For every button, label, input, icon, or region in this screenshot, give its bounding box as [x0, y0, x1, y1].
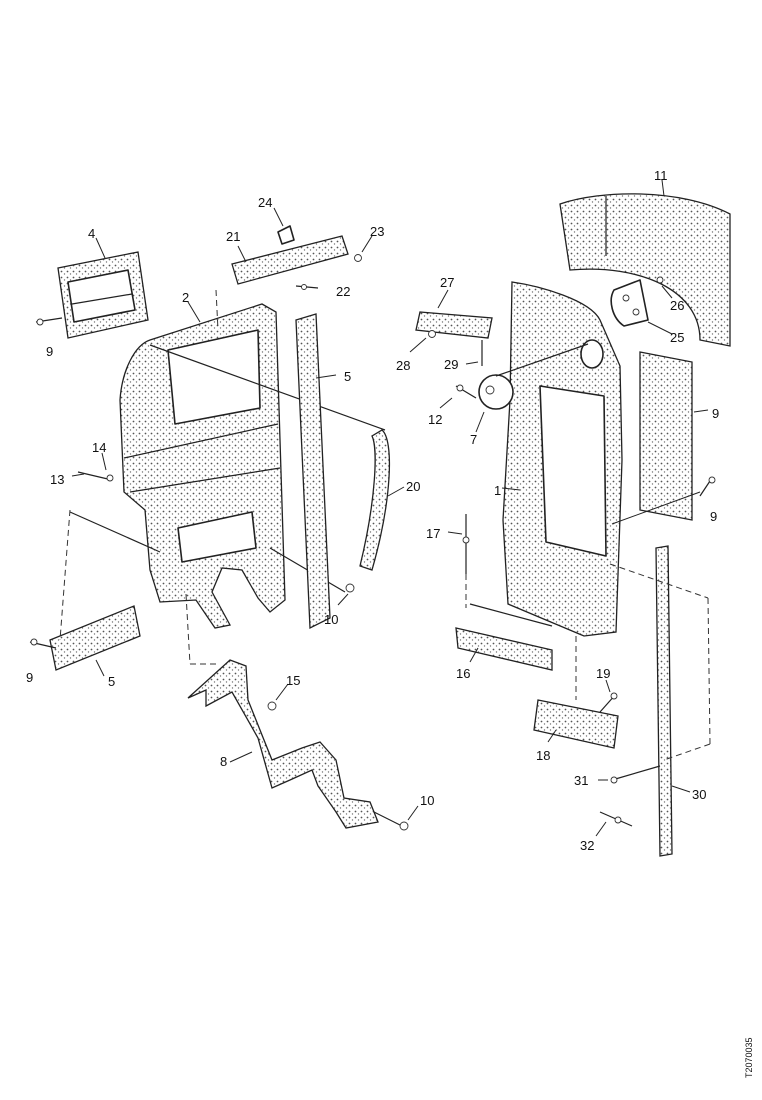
callout-5-b: 5 — [108, 674, 115, 689]
callout-10-a: 10 — [324, 612, 338, 627]
panel-round-opening — [580, 339, 604, 369]
part-16-lower-bracket — [455, 627, 553, 671]
callout-29: 29 — [444, 357, 458, 372]
callout-20: 20 — [406, 479, 420, 494]
screw-9-upper-left — [35, 317, 63, 326]
screw-32 — [599, 811, 633, 827]
callout-9-c: 9 — [712, 406, 719, 421]
screw-10-middle — [345, 583, 355, 593]
screw-9-lower-left — [29, 638, 57, 649]
callout-8: 8 — [220, 754, 227, 769]
part-2-left-side-panel — [119, 303, 286, 629]
part-20-curved-strip — [359, 429, 391, 571]
callout-9-a: 9 — [46, 344, 53, 359]
screw-15 — [267, 701, 277, 711]
part-18-plate — [533, 699, 619, 749]
screw-13 — [77, 471, 114, 482]
screw-22 — [295, 284, 319, 290]
screw-26 — [656, 276, 664, 284]
callout-26: 26 — [670, 298, 684, 313]
drawing-number: T2070035 — [744, 1037, 754, 1078]
callout-12: 12 — [428, 412, 442, 427]
part-27-bracket — [415, 311, 493, 339]
callout-14: 14 — [92, 440, 106, 455]
part-30-long-strip — [655, 545, 673, 857]
callout-22: 22 — [336, 284, 350, 299]
screw-9-right — [699, 476, 716, 497]
callout-1: 1 — [494, 483, 501, 498]
screw-31 — [610, 765, 661, 784]
part-24-clip — [277, 225, 295, 245]
screw-12 — [455, 384, 477, 399]
callout-10-b: 10 — [420, 793, 434, 808]
screw-28 — [428, 330, 436, 338]
callout-25: 25 — [670, 330, 684, 345]
part-4-window-panel — [57, 251, 149, 339]
callout-30: 30 — [692, 787, 706, 802]
screw-23 — [354, 254, 362, 262]
callout-5-a: 5 — [344, 369, 351, 384]
callout-16: 16 — [456, 666, 470, 681]
part-5-vertical-strip — [295, 313, 331, 630]
screw-10-bottom — [373, 811, 409, 831]
callout-18: 18 — [536, 748, 550, 763]
part-25-plate — [610, 279, 649, 327]
part-3-side-strip — [639, 351, 693, 521]
part-7-grommet — [478, 374, 514, 410]
callout-4: 4 — [88, 226, 95, 241]
part-1-right-side-panel — [502, 281, 623, 637]
callout-27: 27 — [440, 275, 454, 290]
screw-19 — [599, 692, 618, 713]
callout-7: 7 — [470, 432, 477, 447]
callout-19: 19 — [596, 666, 610, 681]
callout-13: 13 — [50, 472, 64, 487]
callout-23: 23 — [370, 224, 384, 239]
callout-17: 17 — [426, 526, 440, 541]
part-5-bottom-bracket — [49, 605, 141, 671]
callout-24: 24 — [258, 195, 272, 210]
part-8-z-bracket — [187, 659, 379, 829]
callout-32: 32 — [580, 838, 594, 853]
callout-2: 2 — [182, 290, 189, 305]
callout-9-d: 9 — [710, 509, 717, 524]
callout-9-b: 9 — [26, 670, 33, 685]
part-17-pin — [462, 514, 470, 574]
part-21-top-bracket — [231, 235, 349, 285]
callout-21: 21 — [226, 229, 240, 244]
callout-11: 11 — [654, 168, 668, 183]
part-11-cover — [559, 193, 731, 347]
callout-15: 15 — [286, 673, 300, 688]
callout-28: 28 — [396, 358, 410, 373]
callout-31: 31 — [574, 773, 588, 788]
